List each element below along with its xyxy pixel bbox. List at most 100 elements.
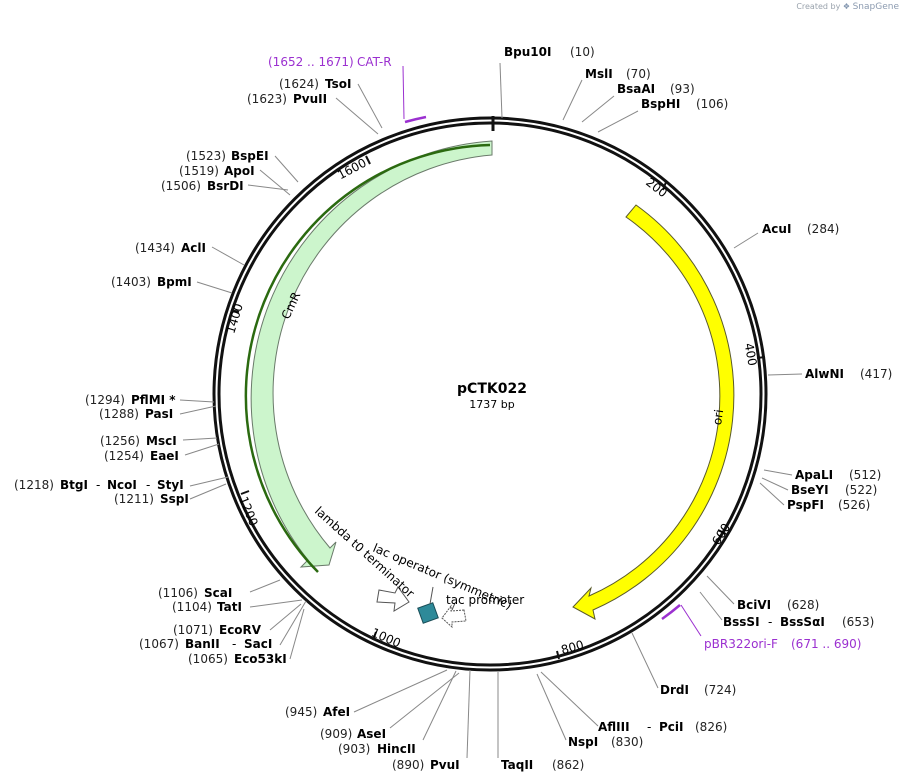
site-ecorv[interactable]: (1071) EcoRV (173, 623, 262, 637)
site-tati[interactable]: (1104) TatI (172, 600, 242, 614)
site-hincii[interactable]: (903) HincII (338, 742, 416, 756)
site-afliii[interactable]: AflIII - PciI (826) (598, 720, 727, 734)
site-bsphi[interactable]: BspHI (106) (641, 97, 728, 111)
site-acli[interactable]: (1434) AclI (135, 241, 206, 255)
svg-text:200: 200 (643, 175, 670, 200)
plasmid-backbone (212, 116, 768, 672)
svg-text:BssSI: BssSI (723, 615, 760, 629)
tac-promoter-feature[interactable]: tac promoter (441, 593, 524, 629)
svg-text:(826): (826) (695, 720, 727, 734)
svg-text:(1218): (1218) (14, 478, 54, 492)
site-scai[interactable]: (1106) ScaI (158, 586, 232, 600)
backbone-outer-circle (212, 116, 768, 672)
plasmid-title: pCTK022 1737 bp (457, 381, 527, 411)
cmr-strand-line (244, 143, 491, 573)
site-tsoi[interactable]: (1624) TsoI (279, 77, 351, 91)
plasmid-length: 1737 bp (469, 398, 514, 411)
pbr322ori-f-label: pBR322ori-F (704, 637, 778, 651)
svg-text:(724): (724) (704, 683, 736, 697)
svg-text:(1211): (1211) (114, 492, 154, 506)
site-taqii[interactable]: TaqII (862) (501, 758, 584, 772)
site-bspei[interactable]: (1523) BspEI (186, 149, 269, 163)
svg-text:AseI: AseI (357, 727, 386, 741)
svg-text:PasI: PasI (145, 407, 173, 421)
site-pasi[interactable]: (1288) PasI (99, 407, 173, 421)
site-pvuii[interactable]: (1623) PvuII (247, 92, 327, 106)
site-bpmi[interactable]: (1403) BpmI (111, 275, 192, 289)
svg-text:(628): (628) (787, 598, 819, 612)
svg-text:(890): (890) (392, 758, 424, 772)
site-banii[interactable]: (1067) BanII - SacI (139, 637, 272, 651)
pbr322ori-f-primer-arc[interactable] (661, 604, 681, 621)
site-alwni[interactable]: AlwNI (417) (805, 367, 892, 381)
backbone-inner-circle (217, 121, 763, 667)
site-msli[interactable]: MslI (70) (585, 67, 651, 81)
site-eco53ki[interactable]: (1065) Eco53kI (188, 652, 287, 666)
site-bseyi[interactable]: BseYI (522) (791, 483, 877, 497)
svg-text:(526): (526) (838, 498, 870, 512)
svg-text:(1067): (1067) (139, 637, 179, 651)
cat-r-range: (1652 .. 1671) (268, 55, 354, 69)
svg-text:400: 400 (742, 342, 760, 367)
svg-text:BspHI: BspHI (641, 97, 680, 111)
ori-arrow[interactable] (572, 204, 735, 620)
primer-pbr322ori-f[interactable]: pBR322ori-F (671 .. 690) (661, 604, 861, 651)
cat-r-primer-arc[interactable] (404, 115, 427, 124)
svg-text:(1106): (1106) (158, 586, 198, 600)
tac-promoter-arrow[interactable] (441, 604, 467, 629)
svg-text:(903): (903) (338, 742, 370, 756)
site-acui[interactable]: AcuI (284) (762, 222, 839, 236)
tick-1000: 1000 (369, 625, 403, 650)
svg-text:AclI: AclI (181, 241, 206, 255)
svg-text:MscI: MscI (146, 434, 177, 448)
site-sspi[interactable]: (1211) SspI (114, 492, 189, 506)
ori-feature[interactable]: ori (572, 204, 735, 620)
site-pflmi[interactable]: (1294) PflMI * (85, 393, 176, 407)
site-drdi[interactable]: DrdI (724) (660, 683, 736, 697)
svg-text:(70): (70) (626, 67, 651, 81)
svg-text:1000: 1000 (369, 625, 403, 650)
svg-text:AflIII: AflIII (598, 720, 630, 734)
site-bpu10i[interactable]: Bpu10I (10) (504, 45, 595, 59)
site-bsssi[interactable]: BssSI - BssSαI (653) (723, 615, 874, 629)
svg-text:(417): (417) (860, 367, 892, 381)
svg-text:AlwNI: AlwNI (805, 367, 844, 381)
site-nspi[interactable]: NspI (830) (568, 735, 643, 749)
site-bsrdi[interactable]: (1506) BsrDI (161, 179, 244, 193)
svg-text:(1104): (1104) (172, 600, 212, 614)
primer-cat-r[interactable]: (1652 .. 1671) CAT-R (268, 55, 427, 124)
site-asei[interactable]: (909) AseI (320, 727, 386, 741)
svg-text:BssSαI: BssSαI (780, 615, 825, 629)
created-by-text: Created by (796, 2, 841, 11)
svg-text:(862): (862) (552, 758, 584, 772)
svg-text:Eco53kI: Eco53kI (234, 652, 287, 666)
svg-text:EcoRV: EcoRV (219, 623, 262, 637)
site-leader-lines (179, 62, 803, 759)
tick-200: 200 (643, 175, 670, 200)
cmr-arrow[interactable] (250, 140, 493, 568)
cmr-feature[interactable]: CmR (244, 140, 493, 573)
tick-600: 600 (709, 521, 733, 548)
site-pspfi[interactable]: PspFI (526) (787, 498, 870, 512)
svg-text:ScaI: ScaI (204, 586, 232, 600)
ori-label: ori (710, 409, 726, 426)
site-bsaai[interactable]: BsaAI (93) (617, 82, 695, 96)
svg-text:StyI: StyI (157, 478, 184, 492)
site-afei[interactable]: (945) AfeI (285, 705, 350, 719)
site-apoi[interactable]: (1519) ApoI (179, 164, 255, 178)
lac-operator-box[interactable] (417, 602, 439, 624)
svg-text:PflMI *: PflMI * (131, 393, 176, 407)
lambda-terminator-arrow[interactable] (376, 586, 410, 612)
svg-text:TaqII: TaqII (501, 758, 533, 772)
site-bcivi[interactable]: BciVI (628) (737, 598, 819, 612)
site-msci[interactable]: (1256) MscI (100, 434, 177, 448)
site-eaei[interactable]: (1254) EaeI (104, 449, 179, 463)
site-apali[interactable]: ApaLI (512) (795, 468, 881, 482)
site-btgi[interactable]: (1218) BtgI - NcoI - StyI (14, 478, 184, 492)
svg-text:SspI: SspI (160, 492, 189, 506)
svg-text:(653): (653) (842, 615, 874, 629)
snapgene-logo-icon: ❖ (842, 2, 851, 11)
site-pvui[interactable]: (890) PvuI (392, 758, 460, 772)
svg-text:DrdI: DrdI (660, 683, 689, 697)
